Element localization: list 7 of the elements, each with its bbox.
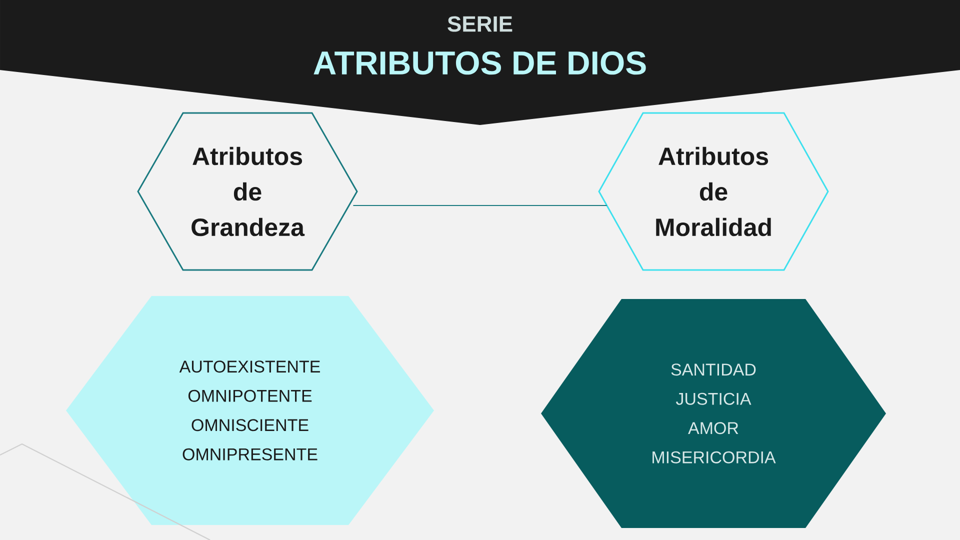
series-label: SERIE: [448, 16, 512, 32]
hexagon: Atributos de Moralidad: [598, 112, 829, 271]
hexagon: Atributos de Grandeza: [137, 112, 358, 271]
hexagon: SANTIDAD JUSTICIA AMOR MISERICORDIA: [541, 299, 886, 528]
title: ATRIBUTOS DE DIOS: [314, 51, 646, 75]
hexagon: AUTOEXISTENTE OMNIPOTENTE OMNISCIENTE OMNIPRESENTE: [66, 296, 434, 525]
connector-line: [352, 205, 608, 206]
